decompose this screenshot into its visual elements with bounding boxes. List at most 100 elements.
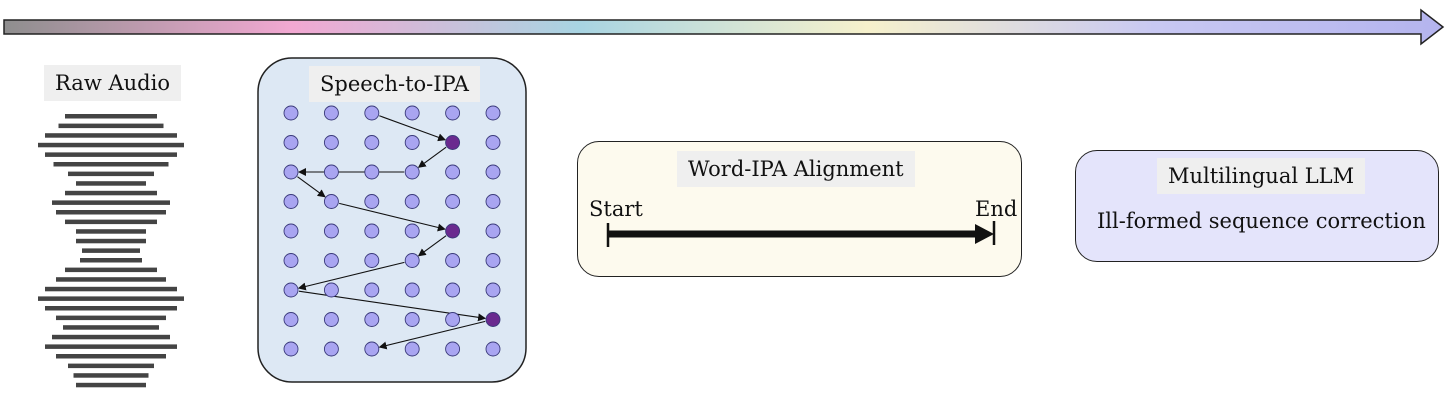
grid-node — [283, 341, 299, 357]
path-arrow — [339, 202, 446, 232]
waveform-bar — [56, 277, 166, 282]
path-arrow — [417, 146, 447, 168]
grid-node — [445, 105, 461, 121]
waveform-bar — [53, 162, 169, 167]
grid-node — [404, 194, 420, 209]
grid-node — [364, 135, 380, 150]
grid-node — [485, 253, 501, 268]
grid-node — [404, 105, 420, 121]
waveform-bar — [52, 200, 170, 205]
grid-node — [323, 282, 339, 298]
waveform-bar — [56, 354, 166, 359]
grid-node — [485, 135, 501, 150]
waveform-bar — [52, 334, 170, 340]
waveform-bar — [76, 382, 146, 388]
selected-grid-node — [485, 312, 501, 327]
grid-node — [404, 135, 420, 150]
path-arrow — [379, 115, 447, 142]
speech-to-ipa-label: Speech-to-IPA — [309, 66, 480, 102]
grid-node — [364, 282, 380, 298]
selected-grid-node — [445, 135, 461, 150]
waveform-bar — [82, 248, 140, 253]
grid-node — [404, 341, 420, 357]
waveform-bar — [38, 142, 184, 148]
grid-node — [323, 164, 339, 180]
grid-node — [445, 312, 461, 327]
grid-node — [283, 312, 299, 327]
grid-node — [404, 253, 420, 268]
grid-node — [283, 282, 299, 298]
selected-grid-node — [445, 223, 461, 239]
grid-node — [364, 194, 380, 209]
waveform-bar — [65, 219, 157, 225]
grid-node — [364, 341, 380, 357]
grid-node — [364, 223, 380, 239]
waveform-bar — [38, 296, 184, 301]
waveform-bar — [73, 373, 149, 378]
grid-node — [404, 282, 420, 298]
grid-node — [445, 282, 461, 298]
waveform-bar — [45, 286, 177, 292]
grid-node — [485, 164, 501, 180]
grid-node — [404, 164, 420, 180]
waveform-bar — [56, 315, 166, 321]
raw-audio-waveform — [38, 114, 184, 388]
ipa-grid — [283, 105, 501, 357]
waveform-bar — [65, 114, 157, 119]
grid-node — [485, 223, 501, 239]
grid-node — [283, 164, 299, 180]
waveform-bar — [45, 152, 177, 157]
grid-node — [323, 312, 339, 327]
waveform-bar — [80, 258, 142, 263]
grid-node — [364, 312, 380, 327]
path-arrow — [297, 261, 405, 291]
grid-node — [445, 194, 461, 209]
timeline-arrow — [3, 8, 1445, 46]
waveform-bar — [63, 325, 159, 330]
grid-node — [323, 341, 339, 357]
waveform-bar — [45, 306, 177, 311]
speech-to-ipa-box — [257, 57, 527, 383]
waveform-bar — [56, 210, 166, 215]
grid-node — [485, 194, 501, 209]
grid-node — [283, 194, 299, 209]
waveform-bar — [45, 344, 177, 349]
grid-node — [283, 105, 299, 121]
grid-node — [283, 135, 299, 150]
grid-node — [364, 164, 380, 180]
grid-node — [364, 105, 380, 121]
grid-node — [404, 312, 420, 327]
waveform-bar — [76, 238, 146, 244]
waveform-bar — [68, 363, 154, 369]
grid-node — [283, 253, 299, 268]
grid-node — [404, 223, 420, 239]
grid-node — [445, 253, 461, 268]
grid-node — [485, 341, 501, 357]
path-arrow — [297, 176, 326, 198]
grid-node — [323, 135, 339, 150]
grid-node — [323, 105, 339, 121]
grid-node — [364, 253, 380, 268]
grid-node — [283, 223, 299, 239]
waveform-bar — [45, 133, 177, 138]
waveform-bar — [58, 123, 164, 129]
alignment-start-label: Start — [589, 197, 643, 221]
waveform-bar — [68, 171, 154, 177]
grid-node — [485, 105, 501, 121]
alignment-end-label: End — [975, 197, 1018, 221]
grid-node — [323, 223, 339, 239]
waveform-bar — [65, 190, 157, 196]
path-arrow — [378, 320, 486, 350]
grid-node — [485, 282, 501, 298]
waveform-bar — [76, 229, 146, 234]
waveform-bar — [76, 181, 146, 186]
grid-node — [445, 341, 461, 357]
path-arrow — [417, 235, 447, 257]
grid-node — [323, 194, 339, 209]
word-ipa-alignment-label: Word-IPA Alignment — [677, 151, 915, 187]
raw-audio-label: Raw Audio — [44, 65, 181, 101]
grid-node — [323, 253, 339, 268]
llm-description: Ill-formed sequence correction — [1097, 209, 1426, 233]
waveform-bar — [65, 267, 157, 273]
